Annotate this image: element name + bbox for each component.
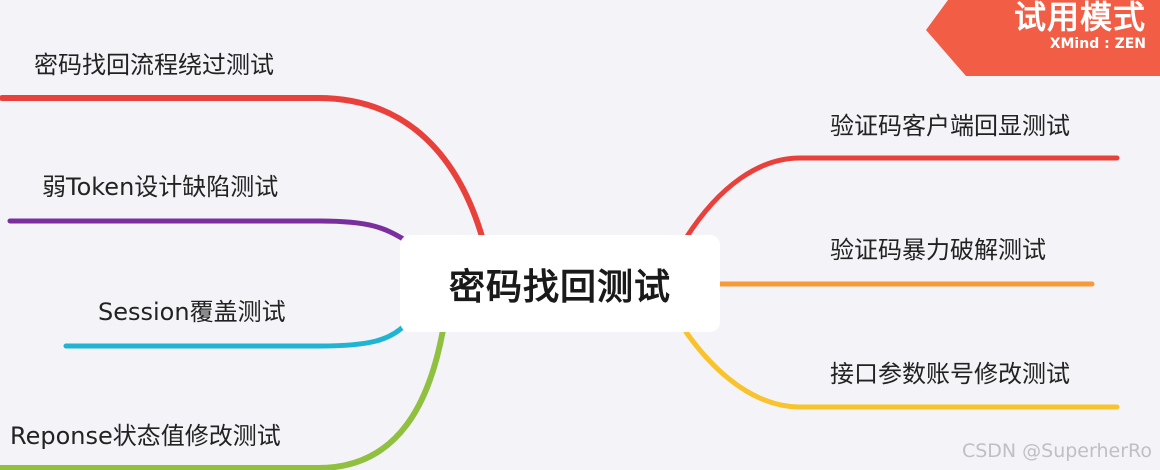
- badge-shape: [926, 0, 1160, 76]
- branch-line-right-3: [683, 329, 1120, 410]
- topic-right-3[interactable]: 接口参数账号修改测试: [830, 360, 1070, 388]
- watermark: CSDN @SuperherRo: [961, 440, 1152, 462]
- topic-left-4[interactable]: Reponse状态值修改测试: [10, 422, 281, 450]
- topic-left-3[interactable]: Session覆盖测试: [98, 298, 286, 326]
- root-topic-label: 密码找回测试: [448, 266, 671, 308]
- topic-right-2[interactable]: 验证码暴力破解测试: [830, 236, 1046, 264]
- branch-line-left-3: [63, 322, 408, 349]
- xmind-zen-logo: XMind : ZEN: [1049, 36, 1146, 52]
- branch-line-left-4: [0, 327, 446, 470]
- root-topic[interactable]: 密码找回测试: [400, 235, 720, 332]
- topic-right-1[interactable]: 验证码客户端回显测试: [830, 112, 1070, 140]
- topic-left-1[interactable]: 密码找回流程绕过测试: [34, 51, 274, 79]
- branch-line-left-2: [7, 218, 408, 243]
- branch-line-left-1: [0, 95, 486, 243]
- topic-left-2[interactable]: 弱Token设计缺陷测试: [42, 173, 279, 201]
- badge-title: 试用模式: [1013, 0, 1146, 36]
- trial-mode-badge[interactable]: 试用模式 XMind : ZEN: [926, 0, 1160, 76]
- branch-line-right-1: [683, 155, 1120, 241]
